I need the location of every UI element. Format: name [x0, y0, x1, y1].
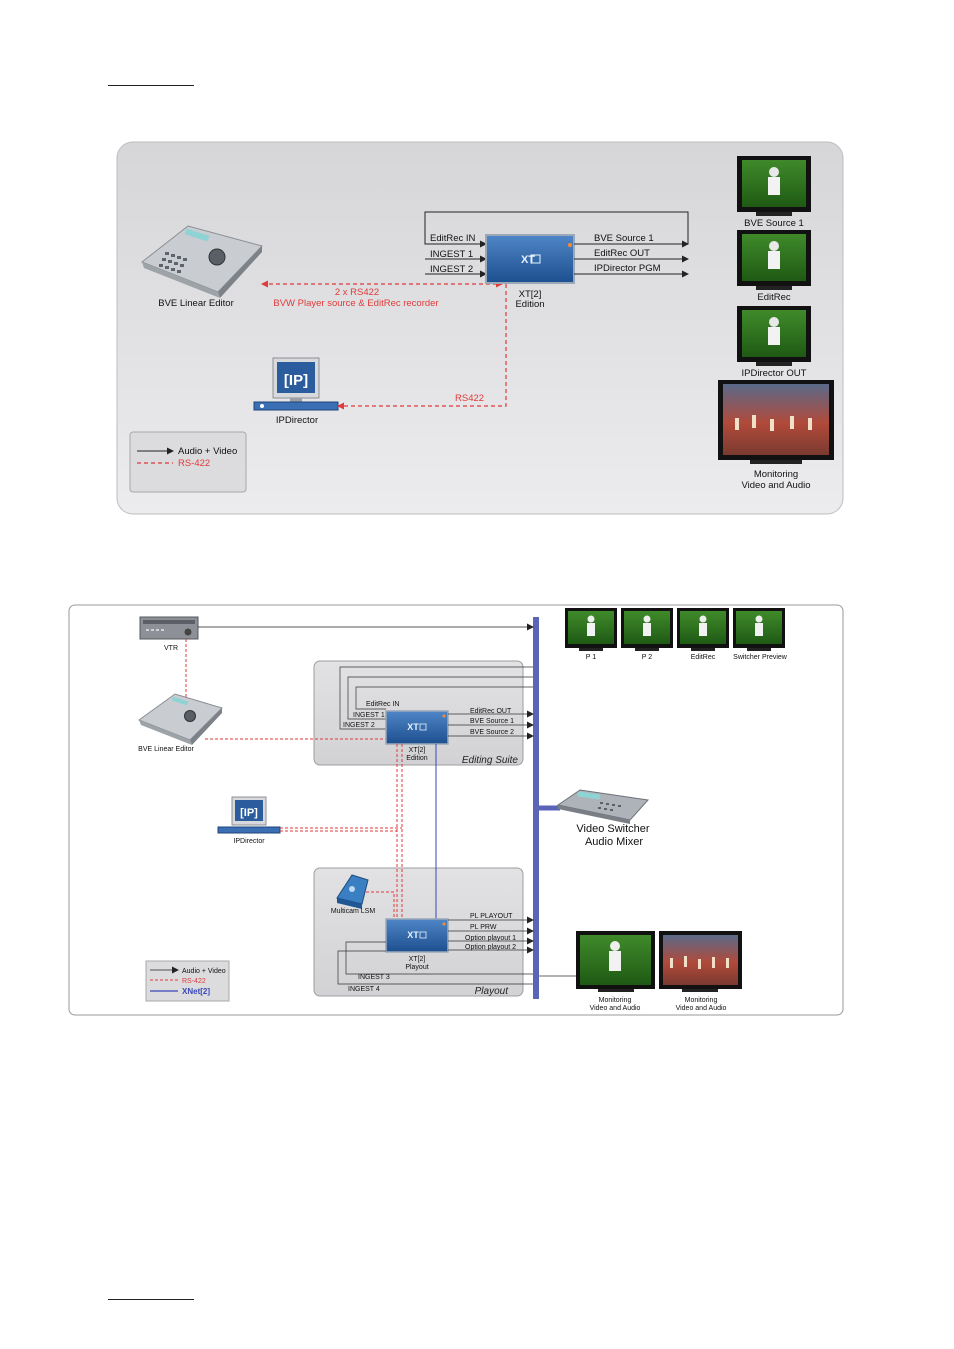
mon-monitoring-label-2: Video and Audio: [741, 480, 810, 491]
ingest4-wire: [337, 950, 533, 985]
vtr-device[interactable]: [139, 616, 199, 640]
monitor-monitoring-a: [576, 931, 655, 992]
bve-source1-label-2: BVE Source 1: [470, 718, 514, 725]
ingest2-label: INGEST 2: [430, 264, 473, 275]
option-playout1-label: Option playout 1: [465, 935, 516, 942]
bve-linear-editor-device[interactable]: [141, 225, 263, 298]
mon-p2-label: P 2: [642, 654, 652, 661]
mon-b-label-1: Monitoring: [685, 997, 718, 1004]
mon-a-label-2: Video and Audio: [590, 1005, 641, 1012]
xt-playout-caption-2: Playout: [405, 964, 428, 971]
mon-ipdirector-out-label: IPDirector OUT: [742, 368, 807, 379]
mon-editrec-label: EditRec: [757, 292, 791, 303]
legend-rs-label-2: RS-422: [182, 978, 206, 985]
editrec-in-label-2: EditRec IN: [366, 701, 399, 708]
bve-linear-editor-label-2: BVE Linear Editor: [138, 746, 194, 753]
xt-caption-2: Edition: [515, 299, 544, 310]
bve-linear-editor-device-2[interactable]: [137, 693, 223, 745]
multicam-lsm-device[interactable]: [336, 874, 369, 909]
editrec-out-label-2: EditRec OUT: [470, 708, 512, 715]
loop-wire-3: [355, 686, 533, 710]
monitor-p2: [621, 608, 673, 651]
xt-playout-caption-1: XT[2]: [409, 956, 426, 963]
mon-editrec-label-2: EditRec: [691, 654, 716, 661]
xt-edition-logo-2: XT: [407, 722, 419, 732]
ingest2-label-2: INGEST 2: [343, 722, 375, 729]
pl-prw-label: PL PRW: [470, 924, 497, 931]
ingest4-label: INGEST 4: [348, 986, 380, 993]
bve-source1-label: BVE Source 1: [594, 233, 654, 244]
mon-p1-label: P 1: [586, 654, 596, 661]
mon-monitoring-label-1: Monitoring: [754, 469, 798, 480]
video-switcher-device[interactable]: [556, 789, 649, 824]
rs422-ip-line: [337, 284, 507, 410]
monitor-editrec-2: [677, 608, 729, 651]
audio-mixer-label: Audio Mixer: [585, 836, 643, 848]
xt-edition-caption-2: Edition: [406, 755, 428, 762]
multicam-lsm-label: Multicam LSM: [331, 908, 376, 915]
diagram1-legend: Audio + Video RS-422: [129, 431, 247, 493]
playout-label: Playout: [475, 986, 510, 997]
mon-bve-source1-label: BVE Source 1: [744, 218, 804, 229]
router-bus: [533, 617, 539, 999]
footer-rule: [108, 1299, 194, 1300]
ipdirector-label: IPDirector: [276, 415, 318, 426]
pl-playout-label: PL PLAYOUT: [470, 913, 513, 920]
editrec-out-label: EditRec OUT: [594, 248, 650, 259]
diagram2-panel: [68, 604, 844, 1016]
ingest1-label: INGEST 1: [430, 249, 473, 260]
rs422-top-label: 2 x RS422: [335, 287, 379, 298]
diagram-studio: Editing Suite Playout VTR BVE Linear Edi…: [68, 604, 844, 1016]
editing-suite-label: Editing Suite: [462, 755, 519, 766]
xt-playout-logo: XT: [407, 930, 419, 940]
ipdirector-label-2: IPDirector: [233, 838, 265, 845]
xt-edition-server[interactable]: XT: [485, 234, 575, 284]
legend-rs-label: RS-422: [178, 458, 210, 469]
header-rule: [108, 85, 194, 86]
legend-av-label: Audio + Video: [178, 446, 237, 457]
xt-edition-logo: XT: [521, 254, 535, 266]
editrec-in-loop-line: [424, 211, 689, 248]
ipdirector-logo-2: [IP]: [240, 807, 258, 819]
xt-edition-caption-1: XT[2]: [409, 747, 426, 754]
ipdirector-workstation-2[interactable]: [IP]: [217, 796, 281, 834]
legend-xnet-label: XNet[2]: [182, 987, 210, 996]
bve-linear-editor-label: BVE Linear Editor: [158, 298, 234, 309]
diagram2-legend: Audio + Video RS-422 XNet[2]: [145, 960, 230, 1002]
lsm-rs422-line: [366, 891, 395, 924]
vtr-label: VTR: [164, 645, 178, 652]
mon-b-label-2: Video and Audio: [676, 1005, 727, 1012]
monitor-ipdirector-out: [737, 306, 811, 366]
bve-source2-label-2: BVE Source 2: [470, 729, 514, 736]
diagram-editing-suite: BVE Linear Editor 2 x RS422 BVW Player s…: [116, 141, 844, 515]
monitor-monitoring-b: [659, 931, 742, 992]
monitor-p1: [565, 608, 617, 651]
loop-wire-1: [339, 666, 533, 730]
video-switcher-label: Video Switcher: [576, 823, 650, 835]
monitor-monitoring: [718, 380, 834, 464]
monitor-switcher-preview: [733, 608, 785, 651]
option-playout2-label: Option playout 2: [465, 944, 516, 951]
ingest3-wire: [345, 941, 533, 975]
rs422-sub-label: BVW Player source & EditRec recorder: [273, 298, 438, 309]
ingest1-label-2: INGEST 1: [353, 712, 385, 719]
ipdirector-pgm-label: IPDirector PGM: [594, 263, 661, 274]
loop-wire-2: [347, 676, 533, 720]
mon-switcher-preview-label: Switcher Preview: [733, 654, 788, 661]
ingest3-label: INGEST 3: [358, 974, 390, 981]
diagram1-panel: [116, 141, 844, 515]
ipdirector-logo: [IP]: [284, 372, 308, 389]
xt-playout-server[interactable]: XT: [385, 918, 449, 953]
monitor-editrec: [737, 230, 811, 290]
monitor-bve-source1: [737, 156, 811, 216]
xt-edition-server-2[interactable]: XT: [385, 710, 449, 745]
xt-caption-1: XT[2]: [519, 289, 542, 300]
mon-a-label-1: Monitoring: [599, 997, 632, 1004]
legend-av-label-2: Audio + Video: [182, 968, 226, 975]
editrec-in-label: EditRec IN: [430, 233, 476, 244]
rs422-ip-label: RS422: [455, 393, 484, 404]
